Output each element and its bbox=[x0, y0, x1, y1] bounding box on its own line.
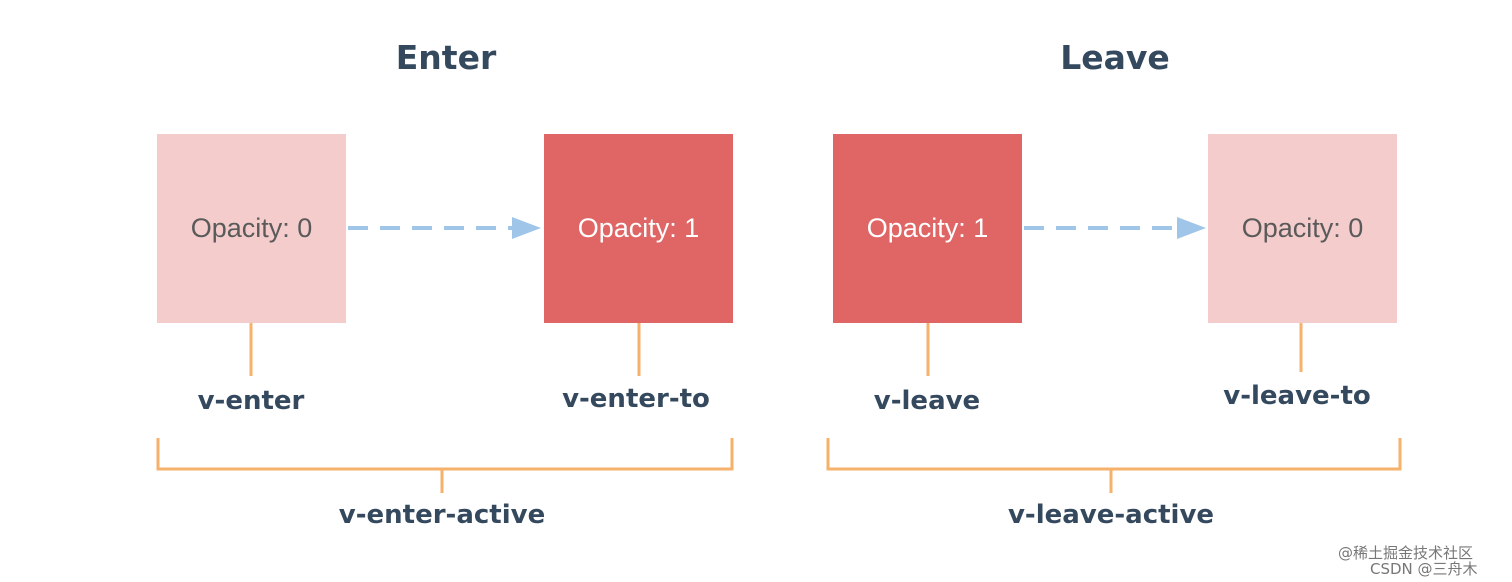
enter-to-box-text: Opacity: 1 bbox=[577, 213, 700, 243]
enter-title: Enter bbox=[395, 38, 497, 77]
v-enter-label: v-enter bbox=[197, 386, 305, 416]
v-leave-to-label: v-leave-to bbox=[1223, 381, 1371, 411]
leave-to-box-text: Opacity: 0 bbox=[1241, 213, 1364, 243]
leave-to-box: Opacity: 0 bbox=[1208, 134, 1397, 323]
watermark-line1: @稀土掘金技术社区 bbox=[1338, 544, 1474, 562]
v-leave-label: v-leave bbox=[873, 386, 981, 416]
v-leave-active-label: v-leave-active bbox=[1007, 500, 1215, 530]
enter-from-box: Opacity: 0 bbox=[157, 134, 346, 323]
watermark-line2: CSDN @三舟木 bbox=[1370, 560, 1478, 578]
leave-arrowhead bbox=[1177, 217, 1206, 239]
leave-from-box-text: Opacity: 1 bbox=[866, 213, 989, 243]
enter-to-box: Opacity: 1 bbox=[544, 134, 733, 323]
enter-arrowhead bbox=[512, 217, 541, 239]
enter-active-bracket bbox=[156, 438, 734, 471]
v-enter-active-label: v-enter-active bbox=[338, 500, 546, 530]
enter-from-box-text: Opacity: 0 bbox=[190, 213, 313, 243]
leave-from-box: Opacity: 1 bbox=[833, 134, 1022, 323]
leave-title: Leave bbox=[1060, 38, 1170, 77]
leave-active-bracket bbox=[826, 438, 1402, 471]
v-enter-to-label: v-enter-to bbox=[562, 384, 710, 414]
